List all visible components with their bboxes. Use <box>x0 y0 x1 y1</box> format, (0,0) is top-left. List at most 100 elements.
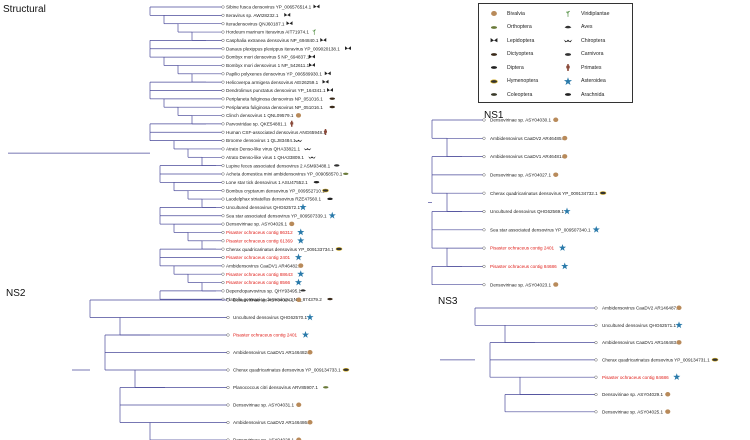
tip-node <box>221 72 225 76</box>
clam-icon <box>665 392 671 397</box>
clam-icon <box>676 340 682 345</box>
legend-label: Diptera <box>507 64 524 71</box>
legend-label: Chiroptera <box>581 37 606 44</box>
grasshopper-icon <box>323 386 329 389</box>
plant-icon <box>566 10 570 17</box>
taxon-label: Iteradensovirus QNJ60187.1 <box>226 21 285 26</box>
taxon-label: Ambidensovirus CaaDV1 AR46481.1 <box>490 154 566 159</box>
cockroach-icon <box>490 52 498 56</box>
taxon-label: Helicoverpa armigera densovirus AEI26259… <box>226 80 319 85</box>
clam-icon <box>553 117 559 123</box>
starfish-icon <box>673 373 681 381</box>
legend-item: Viridiplantae <box>561 9 609 18</box>
taxon-label: Atrato Denso-like virus QHA33821.1 <box>226 147 300 152</box>
clam-icon <box>553 282 559 287</box>
legend-label: Lepidoptera <box>507 37 535 44</box>
taxon-label: Acheta domestica mini ambidensovirus YP_… <box>226 172 343 177</box>
taxon-label: Densovirinae sp. ASY04023.1 <box>490 282 551 287</box>
tip-node <box>221 122 225 126</box>
starfish-icon <box>294 253 303 261</box>
taxon-label: Atrato Denso-like virus 1 QHA33809.1 <box>226 155 304 160</box>
tip-node <box>221 105 225 109</box>
clam-icon <box>491 10 497 17</box>
human-icon <box>324 129 327 136</box>
taxon-label: Lupine feces associated densovirus 2 ASM… <box>226 163 331 168</box>
butterfly-icon <box>327 88 333 92</box>
bee-icon <box>342 367 350 372</box>
legend-item: Primates <box>561 63 601 72</box>
butterfly-icon <box>313 4 320 9</box>
tip-node <box>482 264 486 268</box>
bee-icon <box>490 78 498 84</box>
taxon-label: Sibine fusca densovirus YP_006576514.1 <box>226 5 312 10</box>
taxon-label: Ambidensovirus CaaDV1 AR46482.1 <box>226 263 302 268</box>
clam-icon <box>307 420 313 425</box>
cockroach-icon <box>490 52 498 56</box>
taxon-label: Blattella germanica densovirus 1 NP_8743… <box>226 297 322 302</box>
bird-icon <box>564 25 572 28</box>
taxon-label: Cherax quadricarinatus densovirus YP_009… <box>602 358 710 363</box>
tip-node <box>221 13 225 17</box>
tip-node <box>226 298 230 302</box>
tip-node <box>221 130 225 134</box>
panel-title-ns3: NS3 <box>438 296 458 307</box>
legend-label: Bivalvia <box>507 10 525 17</box>
taxon-label: Parvoviridae sp. QKE54881.1 <box>226 122 287 127</box>
fly-icon <box>490 66 498 69</box>
bat-icon <box>303 148 312 151</box>
bat-icon <box>294 139 303 142</box>
taxon-label: Pisaster ochraceus contig 2401 <box>226 255 291 260</box>
human-icon <box>290 120 294 127</box>
starfish-icon <box>294 278 303 286</box>
legend-item: Chiroptera <box>561 36 605 45</box>
taxon-label: Planococcus citri densovirus ARV85907.1 <box>233 385 318 390</box>
bee-icon <box>335 247 343 251</box>
taxon-label: Clinch densovirus 1 QNL09579.1 <box>226 113 294 118</box>
legend-item: Hymenoptera <box>487 77 538 86</box>
panel-title-structural: Structural <box>3 4 46 15</box>
starfish-icon <box>563 76 573 85</box>
legend-item: Carnivora <box>561 50 604 59</box>
legend-label: Orthoptera <box>507 24 532 30</box>
clam-icon <box>553 172 559 177</box>
tip-node <box>221 189 225 193</box>
clam-icon <box>296 437 302 440</box>
tip-node <box>221 197 225 201</box>
tip-node <box>594 341 598 345</box>
legend-label: Hymenoptera <box>507 78 539 84</box>
legend-item: Lepidoptera <box>487 36 534 45</box>
human-icon <box>566 64 570 71</box>
bird-icon <box>564 25 572 28</box>
taxon-label: Ambidensovirus CaaDV2 AR46485.1 <box>490 136 566 141</box>
beetle-icon <box>490 93 498 96</box>
bat-icon <box>563 39 573 43</box>
fly-icon <box>490 66 498 69</box>
taxon-label: Densovirinae sp. ASY04025.1 <box>602 409 663 414</box>
spider-icon <box>564 93 572 96</box>
legend-label: Asteroidea <box>581 78 606 84</box>
starfish-icon <box>297 228 305 236</box>
clam-icon <box>298 263 304 268</box>
starfish-icon <box>561 262 569 270</box>
cockroach-icon <box>327 297 333 301</box>
butterfly-icon <box>320 37 327 42</box>
taxon-label: Ambidensovirus CaaDV2 AR146486.1 <box>233 420 311 425</box>
tip-node <box>482 173 486 177</box>
tip-node <box>594 410 598 414</box>
legend-item: Aves <box>561 23 592 32</box>
taxon-label: Pisaster ochraceus contig 61369 <box>226 238 293 243</box>
bird-icon <box>300 289 306 292</box>
taxon-label: Bombus cryptarum densovirus YP_009552710… <box>226 188 325 193</box>
tip-node <box>221 289 225 293</box>
tip-node <box>221 88 225 93</box>
taxon-label: Hordeum marinum Iteravirus AIT71974.1 <box>226 30 309 35</box>
tip-node <box>226 350 230 355</box>
tip-node <box>482 228 486 232</box>
tip-node <box>482 191 486 195</box>
tip-node <box>221 47 225 51</box>
fox-icon <box>564 52 572 56</box>
butterfly-icon <box>286 21 293 25</box>
cockroach-icon <box>329 97 335 100</box>
tip-node <box>594 375 598 379</box>
